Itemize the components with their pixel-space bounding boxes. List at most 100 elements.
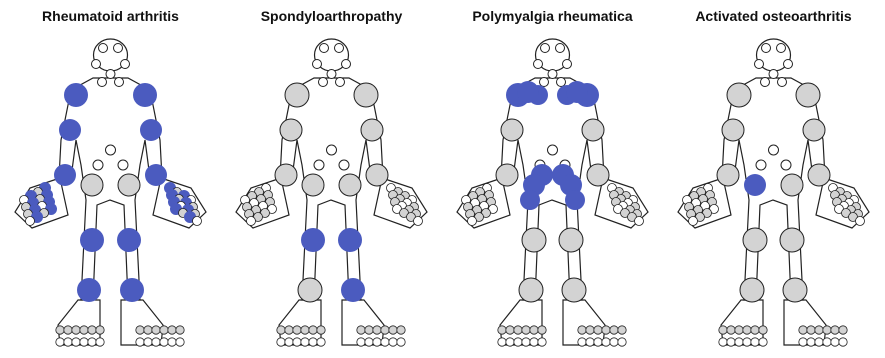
foot-joint xyxy=(56,326,64,334)
foot-joint xyxy=(839,326,847,334)
ankle-l-affected-joint xyxy=(77,278,101,302)
small-joint xyxy=(761,78,770,87)
foot-joint xyxy=(823,338,831,346)
torso-outline xyxy=(280,78,383,300)
foot-joint xyxy=(64,326,72,334)
ankle-r-affected-joint xyxy=(341,278,365,302)
foot-joint xyxy=(719,326,727,334)
hand-joint xyxy=(689,217,698,226)
foot-joint xyxy=(530,326,538,334)
small-joint xyxy=(762,44,771,53)
small-joint xyxy=(114,44,123,53)
foot-joint xyxy=(301,326,309,334)
small-joint xyxy=(319,78,328,87)
small-joint xyxy=(98,78,107,87)
small-joint xyxy=(563,60,572,69)
small-joint xyxy=(781,160,791,170)
foot-joint xyxy=(176,326,184,334)
foot-joint xyxy=(807,338,815,346)
hip-r-joint xyxy=(339,174,361,196)
small-joint xyxy=(540,78,549,87)
foot-joint xyxy=(152,326,160,334)
foot-joint xyxy=(389,338,397,346)
hand-joint xyxy=(468,217,477,226)
foot-joint xyxy=(88,338,96,346)
foot-joint xyxy=(618,326,626,334)
foot-joint xyxy=(309,338,317,346)
foot-joint xyxy=(160,338,168,346)
foot-joint xyxy=(514,326,522,334)
foot-joint xyxy=(506,338,514,346)
elbow-l-joint xyxy=(501,119,523,141)
small-joint xyxy=(778,78,787,87)
foot-joint xyxy=(144,338,152,346)
small-joint xyxy=(548,145,558,155)
hip-r-joint xyxy=(781,174,803,196)
small-joint xyxy=(548,70,557,79)
foot-joint xyxy=(807,326,815,334)
foot-joint xyxy=(815,326,823,334)
wrist-l-joint xyxy=(496,164,518,186)
upper-r-affected-joint xyxy=(566,81,588,103)
foot-joint xyxy=(743,338,751,346)
foot-joint xyxy=(293,338,301,346)
foot-joint xyxy=(522,326,530,334)
small-joint xyxy=(327,145,337,155)
homunculus-diagram xyxy=(442,0,663,358)
hand-joint xyxy=(414,217,423,226)
foot-joint xyxy=(96,338,104,346)
foot-joint xyxy=(80,326,88,334)
wrist-l-joint xyxy=(717,164,739,186)
foot-joint xyxy=(389,326,397,334)
panel-rheumatoid-arthritis: Rheumatoid arthritis xyxy=(0,0,221,358)
wrist-r-affected-joint xyxy=(145,164,167,186)
knee-r-joint xyxy=(559,228,583,252)
foot-joint xyxy=(610,338,618,346)
panel-spondyloarthropathy: Spondyloarthropathy xyxy=(221,0,442,358)
foot-joint xyxy=(522,338,530,346)
foot-joint xyxy=(176,338,184,346)
foot-joint xyxy=(735,338,743,346)
small-joint xyxy=(115,78,124,87)
foot-joint xyxy=(719,338,727,346)
foot-joint xyxy=(751,326,759,334)
foot-joint xyxy=(498,338,506,346)
torso-outline xyxy=(501,78,604,300)
foot-joint xyxy=(72,338,80,346)
foot-joint xyxy=(168,326,176,334)
elbow-r-joint xyxy=(582,119,604,141)
foot-joint xyxy=(514,338,522,346)
elbow-r-joint xyxy=(361,119,383,141)
shoulder-r-joint xyxy=(354,83,378,107)
foot-joint xyxy=(160,326,168,334)
ankle-l-joint xyxy=(740,278,764,302)
elbow-l-joint xyxy=(722,119,744,141)
foot-joint xyxy=(759,326,767,334)
foot-joint xyxy=(594,338,602,346)
panel-activated-osteoarthritis: Activated osteoarthritis xyxy=(663,0,884,358)
foot-joint xyxy=(381,326,389,334)
knee-l-joint xyxy=(522,228,546,252)
elbow-r-joint xyxy=(803,119,825,141)
foot-joint xyxy=(293,326,301,334)
foot-joint xyxy=(586,326,594,334)
elbow-l-joint xyxy=(280,119,302,141)
foot-joint xyxy=(578,326,586,334)
hip-l-joint xyxy=(302,174,324,196)
foot-joint xyxy=(309,326,317,334)
foot-joint xyxy=(168,338,176,346)
foot-joint xyxy=(578,338,586,346)
foot-joint xyxy=(152,338,160,346)
foot-joint xyxy=(317,338,325,346)
small-joint xyxy=(118,160,128,170)
shoulder-l-affected-joint xyxy=(64,83,88,107)
small-joint xyxy=(777,44,786,53)
foot-joint xyxy=(277,326,285,334)
foot-joint xyxy=(365,338,373,346)
foot-joint xyxy=(72,326,80,334)
foot-joint xyxy=(136,338,144,346)
foot-joint xyxy=(357,326,365,334)
foot-joint xyxy=(538,326,546,334)
foot-joint xyxy=(743,326,751,334)
small-joint xyxy=(755,60,764,69)
